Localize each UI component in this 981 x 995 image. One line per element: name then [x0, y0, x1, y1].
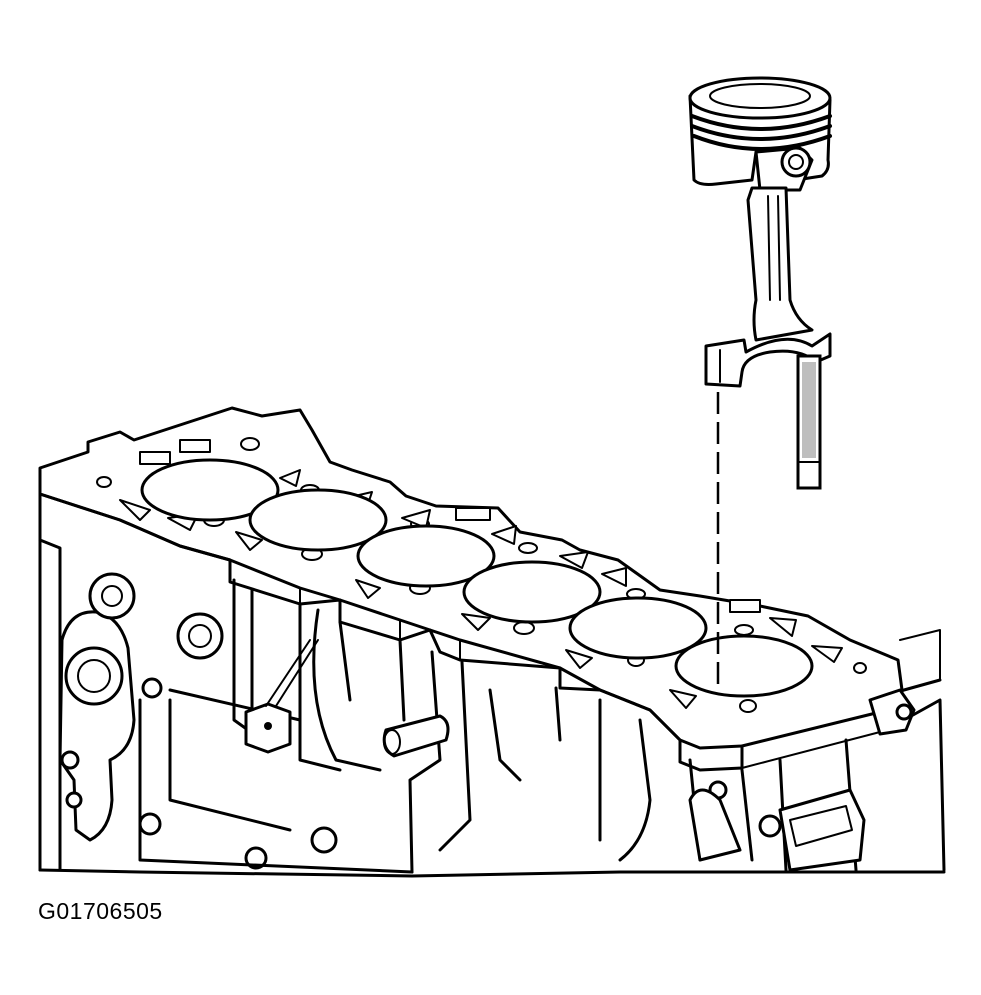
- block-bottom-edge: [38, 868, 946, 878]
- cylinder-bore-5: [568, 596, 708, 660]
- deck-front-edge: [38, 492, 744, 772]
- piston-ring-grooves: [690, 114, 832, 151]
- block-left-end: [38, 492, 62, 872]
- figure-code-label: G01706505: [38, 898, 163, 924]
- cylinder-bore-2: [248, 488, 388, 552]
- engine-block: [38, 406, 946, 878]
- cylinder-bore-6: [674, 634, 814, 698]
- left-boss-2: [176, 612, 224, 660]
- cylinder-bore-3: [356, 524, 496, 588]
- piston-connecting-rod-assembly: [688, 76, 832, 490]
- left-boss-1: [88, 572, 136, 620]
- front-cover-bore: [64, 646, 124, 706]
- cylinder-bore-1: [140, 458, 280, 522]
- wrist-pin: [780, 146, 812, 178]
- cylinder-bores: [140, 458, 814, 698]
- cylinder-bore-4: [462, 560, 602, 624]
